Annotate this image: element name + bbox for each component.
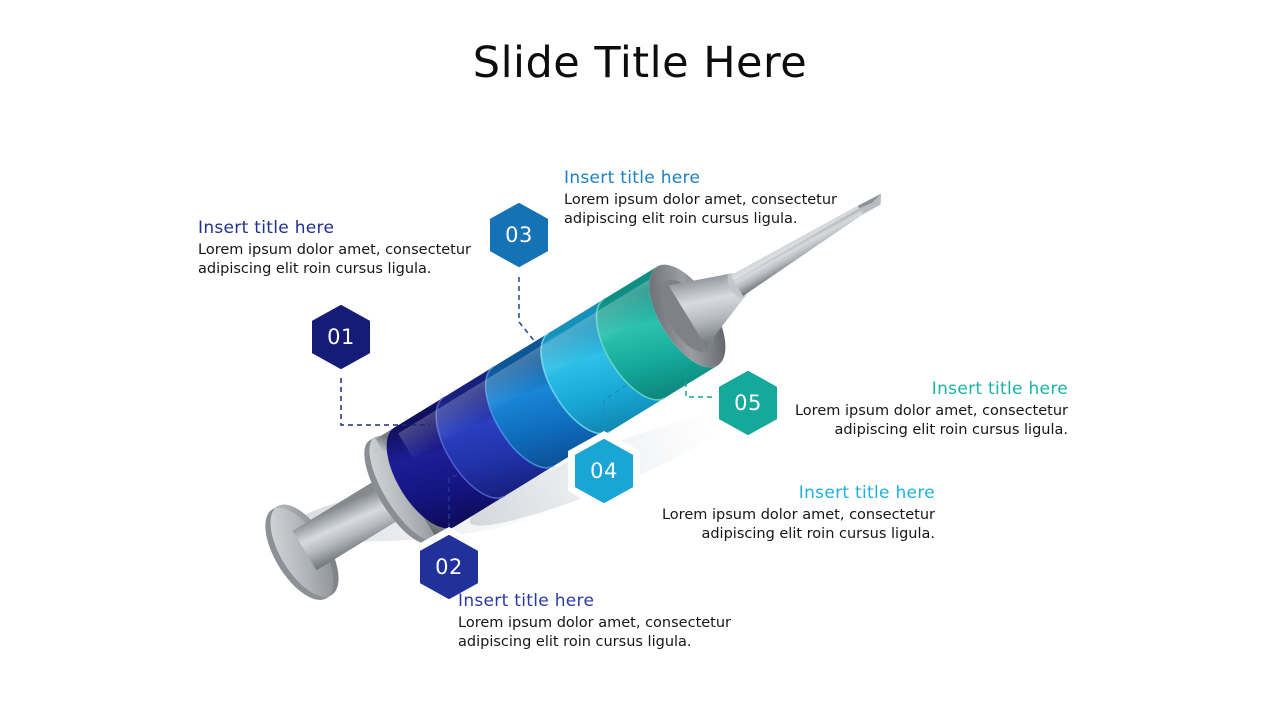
hex-number-04: 04 bbox=[590, 459, 618, 483]
text-title-05: Insert title here bbox=[931, 379, 1068, 399]
text-block-01: Insert title here Lorem ipsum dolor amet… bbox=[198, 218, 473, 280]
hex-fill-04 bbox=[575, 438, 633, 504]
barrel-segment-04 bbox=[540, 297, 673, 435]
text-title-01: Insert title here bbox=[198, 218, 335, 238]
text-body-05: Lorem ipsum dolor amet, consectetur adip… bbox=[794, 403, 1068, 439]
hex-badge-02[interactable]: 02 bbox=[413, 527, 485, 607]
barrel-segment-02 bbox=[435, 364, 562, 499]
hex-badge-05[interactable]: 05 bbox=[712, 363, 784, 443]
connector-03 bbox=[518, 268, 541, 349]
text-body-01: Lorem ipsum dolor amet, consectetur adip… bbox=[198, 242, 472, 278]
hex-number-01: 01 bbox=[327, 325, 355, 349]
hex-fill-05 bbox=[719, 370, 777, 436]
connector-04 bbox=[603, 377, 639, 432]
needle-hub bbox=[668, 273, 747, 347]
barrel-collar bbox=[375, 427, 457, 538]
text-body-04: Lorem ipsum dolor amet, consectetur adip… bbox=[661, 507, 935, 543]
text-body-03: Lorem ipsum dolor amet, consectetur adip… bbox=[564, 192, 838, 228]
text-body-02: Lorem ipsum dolor amet, consectetur adip… bbox=[458, 615, 732, 651]
connector-01 bbox=[340, 378, 430, 426]
text-title-02: Insert title here bbox=[458, 591, 595, 611]
connector-02 bbox=[448, 454, 511, 528]
hex-badge-04[interactable]: 04 bbox=[568, 431, 640, 511]
plunger-rod bbox=[292, 475, 409, 571]
barrel-tip bbox=[649, 264, 726, 368]
hex-number-02: 02 bbox=[435, 555, 463, 579]
text-block-04: Insert title here Lorem ipsum dolor amet… bbox=[630, 483, 935, 545]
plunger-thumb-rest bbox=[265, 504, 339, 600]
hex-number-03: 03 bbox=[505, 223, 533, 247]
barrel-segment-01 bbox=[386, 395, 513, 529]
text-title-03: Insert title here bbox=[564, 168, 701, 188]
hex-badge-01[interactable]: 01 bbox=[305, 297, 377, 377]
hex-number-05: 05 bbox=[734, 391, 762, 415]
text-block-03: Insert title here Lorem ipsum dolor amet… bbox=[564, 168, 849, 230]
text-block-05: Insert title here Lorem ipsum dolor amet… bbox=[768, 379, 1068, 441]
page-title: Slide Title Here bbox=[472, 38, 808, 88]
hex-badge-03[interactable]: 03 bbox=[483, 195, 555, 275]
text-block-02: Insert title here Lorem ipsum dolor amet… bbox=[458, 591, 758, 653]
text-title-04: Insert title here bbox=[798, 483, 935, 503]
barrel-segment-05 bbox=[595, 266, 718, 401]
